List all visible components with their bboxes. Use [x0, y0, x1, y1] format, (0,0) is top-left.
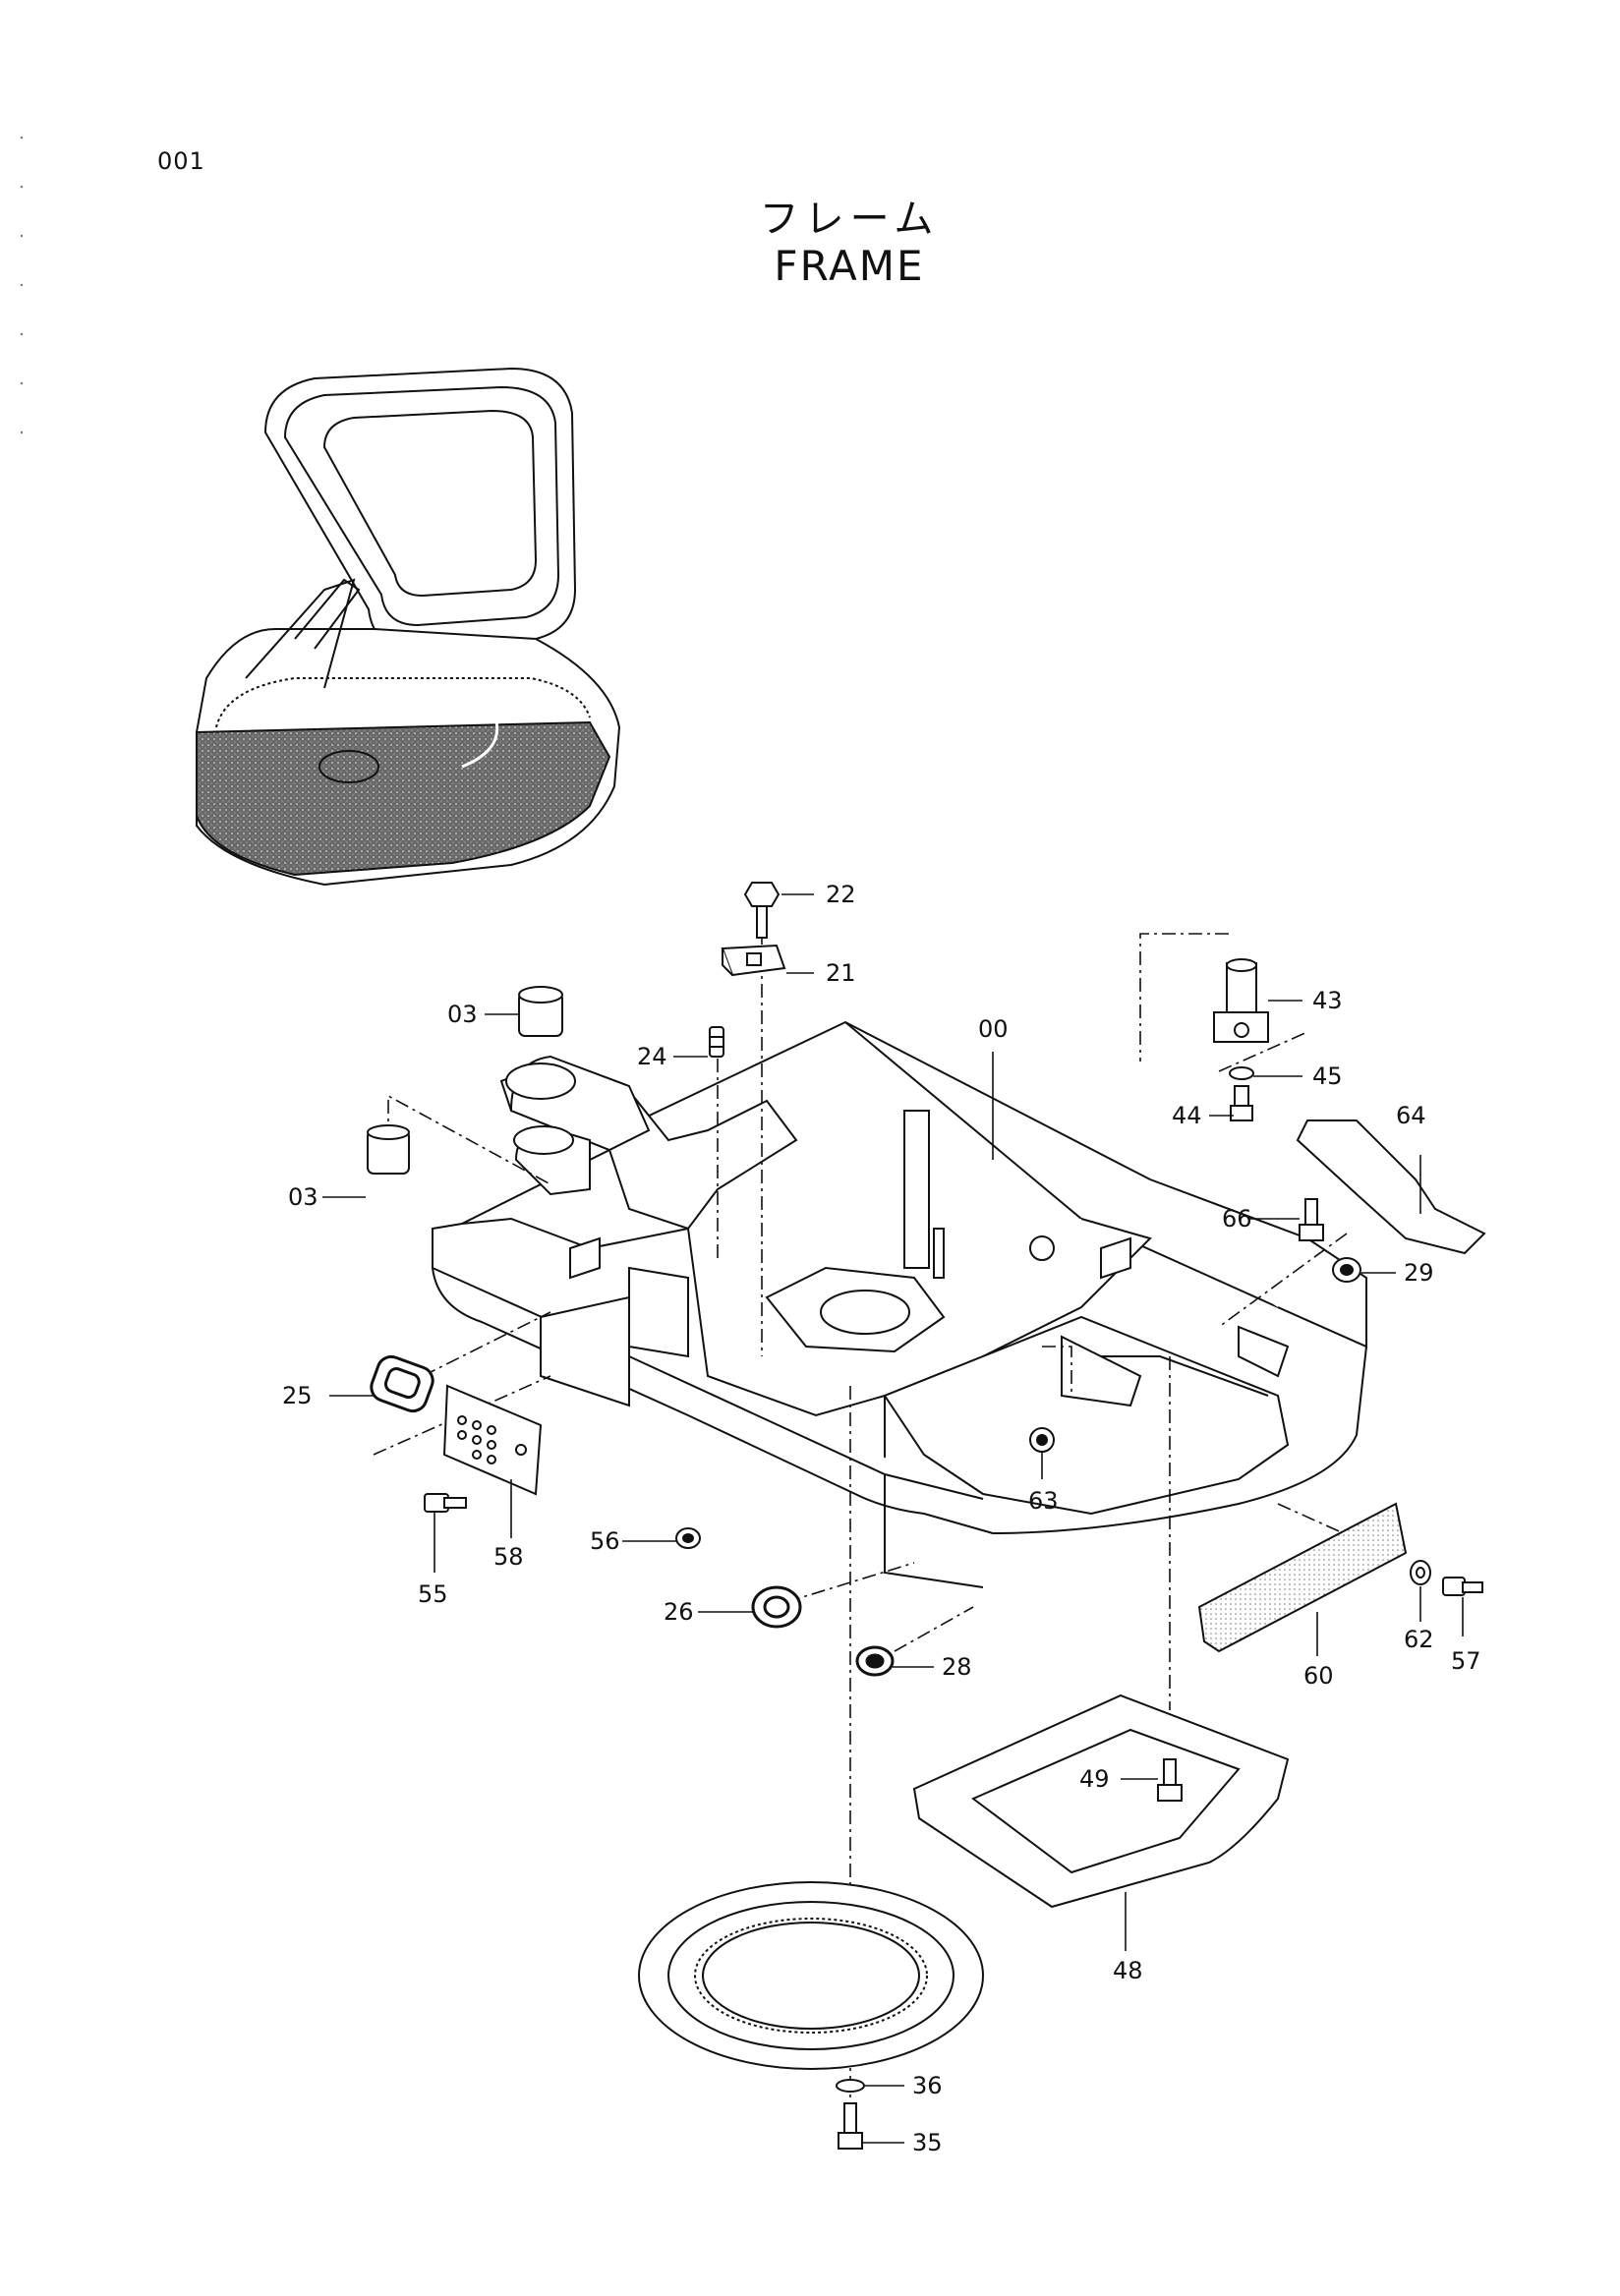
callout-25: 25 — [282, 1382, 313, 1409]
callout-36: 36 — [912, 2072, 943, 2099]
boom-bracket — [505, 1055, 651, 1196]
swing-bearing — [638, 1881, 984, 2070]
grommet-29 — [1332, 1257, 1361, 1283]
grommet-56 — [675, 1527, 701, 1549]
callout-62: 62 — [1404, 1626, 1434, 1653]
assembly-lines — [373, 904, 1377, 2103]
callout-29: 29 — [1404, 1259, 1434, 1287]
washer-36 — [836, 2079, 865, 2093]
title-japanese: フレーム — [759, 197, 940, 242]
title-english: FRAME — [774, 242, 925, 290]
callout-21: 21 — [826, 959, 856, 987]
washer-45 — [1229, 1066, 1254, 1080]
page-number: 001 — [157, 147, 205, 175]
machine-overview-illustration — [196, 367, 621, 887]
cover-58 — [442, 1384, 543, 1496]
callout-56: 56 — [590, 1527, 620, 1555]
bolt-22 — [743, 882, 781, 939]
callout-03-upper: 03 — [447, 1001, 478, 1028]
grommet-63 — [1029, 1427, 1055, 1453]
bolt-55 — [424, 1493, 467, 1513]
callout-48: 48 — [1113, 1957, 1143, 1984]
block-21 — [721, 944, 786, 977]
washer-62 — [1410, 1560, 1431, 1585]
callout-22: 22 — [826, 881, 856, 908]
callout-57: 57 — [1451, 1647, 1481, 1675]
callout-55: 55 — [418, 1580, 448, 1608]
fitting-24 — [709, 1026, 724, 1058]
callout-00: 00 — [978, 1015, 1009, 1043]
plate-60 — [1197, 1502, 1408, 1653]
callout-03-lower: 03 — [288, 1183, 318, 1211]
bolt-57 — [1442, 1577, 1483, 1596]
callout-60: 60 — [1303, 1662, 1334, 1690]
callout-63: 63 — [1028, 1487, 1059, 1515]
bolt-44 — [1230, 1085, 1253, 1121]
callout-26: 26 — [664, 1598, 694, 1626]
bolt-49 — [1157, 1758, 1183, 1802]
binding-edge-marks — [20, 136, 24, 434]
undercover-48 — [912, 1693, 1290, 1909]
leader-lines — [322, 893, 1464, 2144]
callout-44: 44 — [1172, 1102, 1202, 1129]
pin-43 — [1213, 958, 1269, 1043]
callout-64: 64 — [1396, 1102, 1426, 1129]
callout-24: 24 — [637, 1043, 667, 1070]
plate-64 — [1296, 1119, 1486, 1255]
callout-35: 35 — [912, 2129, 943, 2156]
callout-45: 45 — [1312, 1062, 1343, 1090]
grommet-28 — [855, 1645, 895, 1677]
bolt-35 — [838, 2102, 863, 2150]
callout-66: 66 — [1222, 1205, 1252, 1233]
grommet-25 — [370, 1354, 434, 1413]
grommet-26 — [751, 1585, 802, 1629]
callout-58: 58 — [493, 1543, 524, 1571]
callout-43: 43 — [1312, 987, 1343, 1014]
bushing-03-lower — [367, 1124, 410, 1175]
bushing-03-upper — [518, 986, 563, 1037]
callout-49: 49 — [1079, 1765, 1110, 1793]
bolt-66 — [1299, 1198, 1324, 1241]
callout-28: 28 — [942, 1653, 972, 1681]
main-frame — [432, 1020, 1368, 1588]
